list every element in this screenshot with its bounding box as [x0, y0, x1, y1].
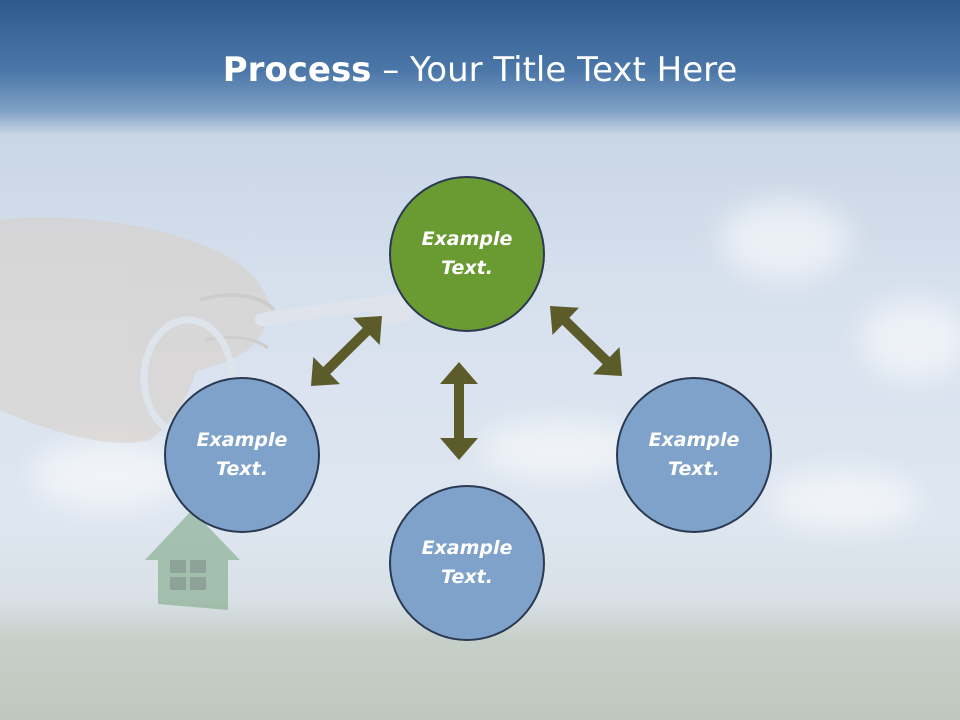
title-bold: Process	[222, 50, 372, 90]
node-label-bottom: Example Text.	[421, 537, 513, 588]
node-circle-bottom	[389, 485, 545, 641]
node-label-right: Example Text.	[648, 429, 740, 480]
title-rest: – Your Title Text Here	[371, 50, 738, 90]
node-circle-left	[164, 377, 320, 533]
node-circle-right	[616, 377, 772, 533]
cloud	[720, 200, 850, 280]
cloud	[770, 470, 920, 530]
slide-title: Process – Your Title Text Here	[0, 50, 960, 90]
cloud	[860, 300, 960, 380]
arrow-top-left	[311, 316, 382, 386]
node-label-left: Example Text.	[196, 429, 288, 480]
node-label-top: Example Text.	[421, 228, 513, 279]
node-circle-top	[389, 176, 545, 332]
arrow-vertical	[440, 362, 478, 460]
cloud	[480, 420, 640, 480]
cloud	[30, 440, 190, 510]
arrow-top-right	[550, 306, 622, 376]
